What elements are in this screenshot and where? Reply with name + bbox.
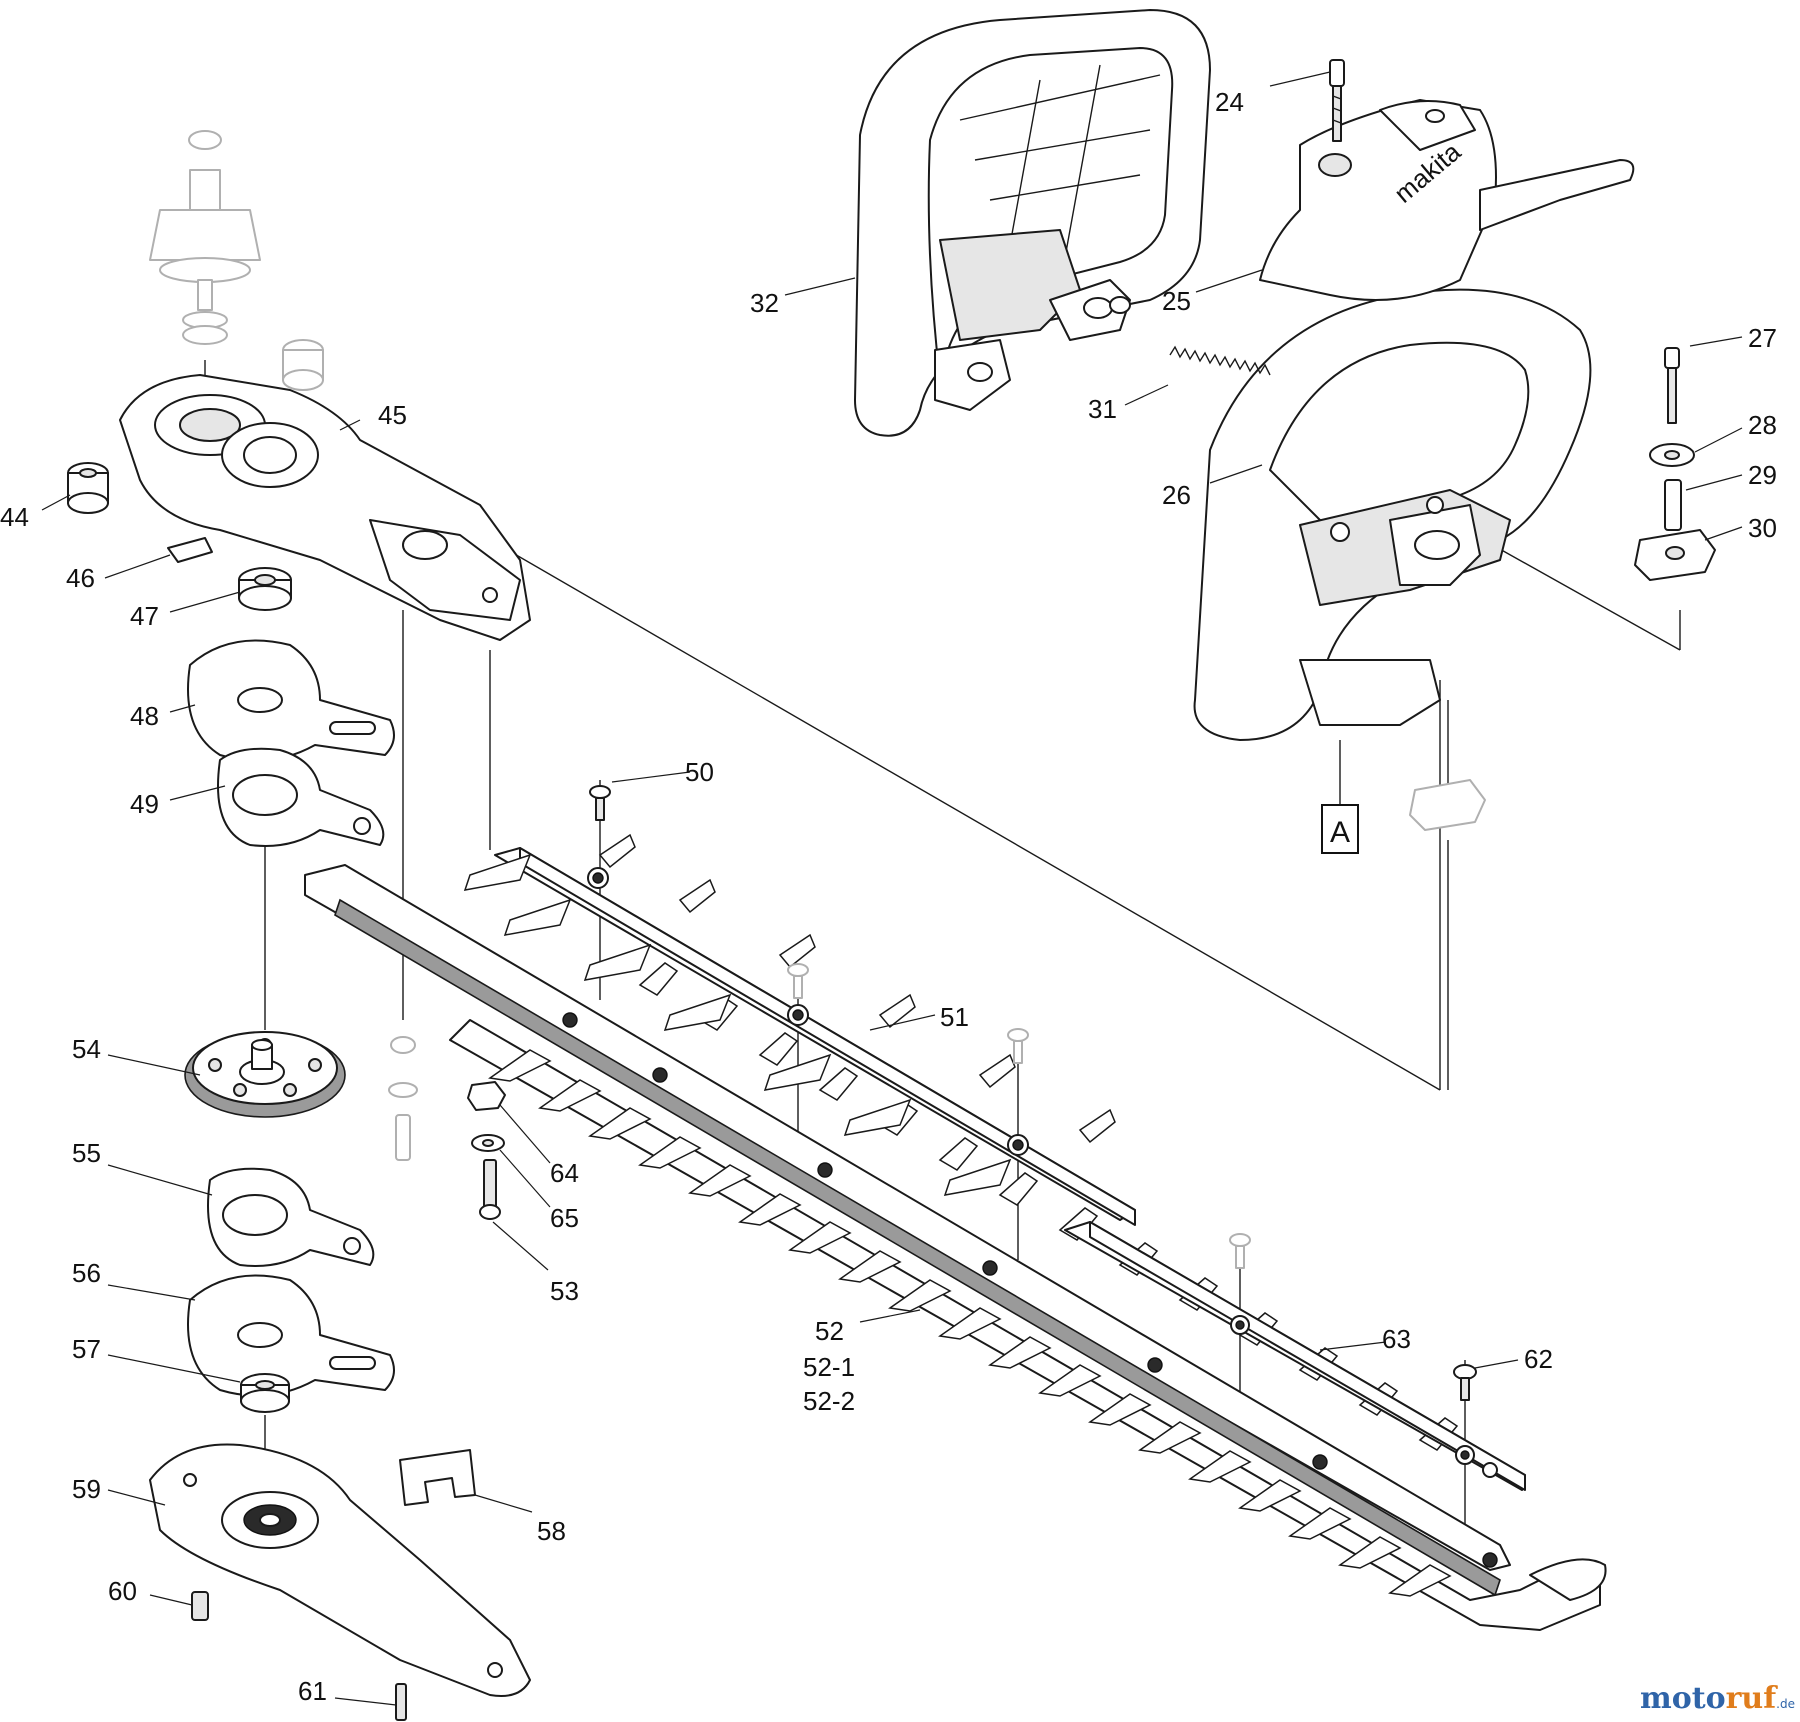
ring-49	[217, 747, 385, 847]
rubber-44	[67, 462, 109, 514]
bolt-24	[1329, 59, 1345, 142]
label-48: 48	[130, 701, 159, 731]
label-46: 46	[66, 563, 95, 593]
blade-nuts	[562, 1012, 1498, 1568]
label-60: 60	[108, 1576, 137, 1606]
nut-64	[467, 1081, 506, 1111]
label-54: 54	[72, 1034, 101, 1064]
label-61: 61	[298, 1676, 327, 1706]
label-47: 47	[130, 601, 159, 631]
ghost-nut	[1409, 779, 1486, 831]
screw-62	[1453, 1364, 1477, 1401]
rubber-top	[282, 339, 324, 391]
label-leaders	[41, 71, 1743, 1706]
gear-54	[184, 1031, 346, 1118]
label-28: 28	[1748, 410, 1777, 440]
screw-61	[395, 1683, 407, 1721]
bolt-53	[479, 1159, 501, 1220]
switch-cover-25: makita	[1259, 99, 1635, 301]
label-26: 26	[1162, 480, 1191, 510]
label-64: 64	[550, 1158, 579, 1188]
label-51: 51	[940, 1002, 969, 1032]
label-30: 30	[1748, 513, 1777, 543]
bearing-47	[238, 567, 292, 611]
label-27: 27	[1748, 323, 1777, 353]
armature-ghost	[149, 130, 261, 345]
sleeve-29	[1664, 479, 1682, 531]
plug-60	[191, 1591, 209, 1621]
svg-text:motoruf.de: motoruf.de	[1640, 1681, 1795, 1716]
plate-63	[1064, 1221, 1526, 1491]
label-52-2: 52-2	[803, 1386, 855, 1416]
label-44: 44	[0, 502, 29, 532]
label-55: 55	[72, 1138, 101, 1168]
watermark: motoruf.de	[1640, 1681, 1795, 1716]
ring-55	[207, 1167, 375, 1267]
label-29: 29	[1748, 460, 1777, 490]
screw-63-top	[1229, 1233, 1251, 1269]
screw-50	[589, 785, 611, 821]
washer-28	[1649, 443, 1695, 467]
plate-46	[167, 537, 213, 563]
label-50: 50	[685, 757, 714, 787]
plate-48	[187, 639, 395, 762]
label-52: 52	[815, 1316, 844, 1346]
label-25: 25	[1162, 286, 1191, 316]
blade-guide-51	[463, 833, 1136, 1226]
label-62: 62	[1524, 1344, 1553, 1374]
bearing-57	[240, 1373, 290, 1413]
label-52-1: 52-1	[803, 1352, 855, 1382]
label-58: 58	[537, 1516, 566, 1546]
screw-27	[1664, 347, 1680, 424]
nut-30	[1634, 529, 1716, 581]
label-31: 31	[1088, 394, 1117, 424]
front-handle-26	[1193, 288, 1592, 741]
svg-text:A: A	[1330, 816, 1350, 849]
washer-65	[471, 1134, 505, 1152]
blade-assembly-52	[304, 864, 1607, 1631]
label-49: 49	[130, 789, 159, 819]
plate-56	[187, 1274, 395, 1397]
small-fasteners-left	[388, 1036, 418, 1161]
gear-case-59	[149, 1443, 531, 1697]
label-56: 56	[72, 1258, 101, 1288]
gear-housing-45	[119, 374, 531, 641]
label-24: 24	[1215, 87, 1244, 117]
screw-mid-2	[1007, 1028, 1029, 1064]
label-59: 59	[72, 1474, 101, 1504]
label-32: 32	[750, 288, 779, 318]
spring-31	[1169, 345, 1271, 376]
block-58	[399, 1449, 476, 1506]
label-45: 45	[378, 400, 407, 430]
label-63: 63	[1382, 1324, 1411, 1354]
part-labels: 24 25 26 27 28 29 30 31 32 44 45 46 47 4…	[0, 87, 1777, 1706]
screw-mid-1	[787, 963, 809, 999]
label-53: 53	[550, 1276, 579, 1306]
rear-handle-32	[854, 9, 1211, 437]
reference-box-a: A	[1321, 804, 1359, 854]
label-57: 57	[72, 1334, 101, 1364]
label-65: 65	[550, 1203, 579, 1233]
